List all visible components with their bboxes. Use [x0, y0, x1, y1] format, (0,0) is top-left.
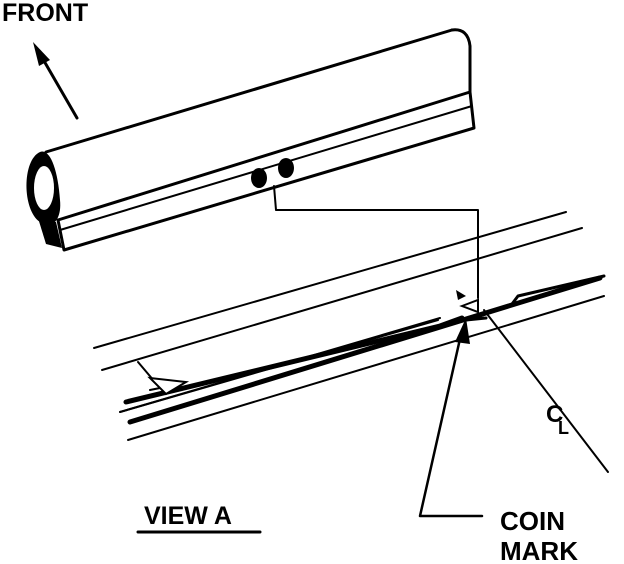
weatherstrip-part [26, 28, 476, 252]
centerline-label: C [546, 401, 563, 428]
coin-mark-leader-arrow [418, 318, 484, 518]
front-label: FRONT [2, 0, 88, 27]
locating-hole-left [251, 168, 267, 188]
front-direction-arrow [33, 42, 79, 120]
body-panel [93, 211, 606, 441]
alignment-leader-line [273, 185, 479, 299]
coin-mark-label-line1: COIN [500, 506, 565, 536]
locating-hole-right [278, 158, 294, 178]
centerline-label-sub: L [558, 418, 569, 438]
coin-mark-label-line2: MARK [500, 536, 578, 564]
centerline-leader [483, 309, 609, 473]
view-label: VIEW A [144, 502, 232, 530]
coin-mark-indicator [456, 290, 488, 322]
